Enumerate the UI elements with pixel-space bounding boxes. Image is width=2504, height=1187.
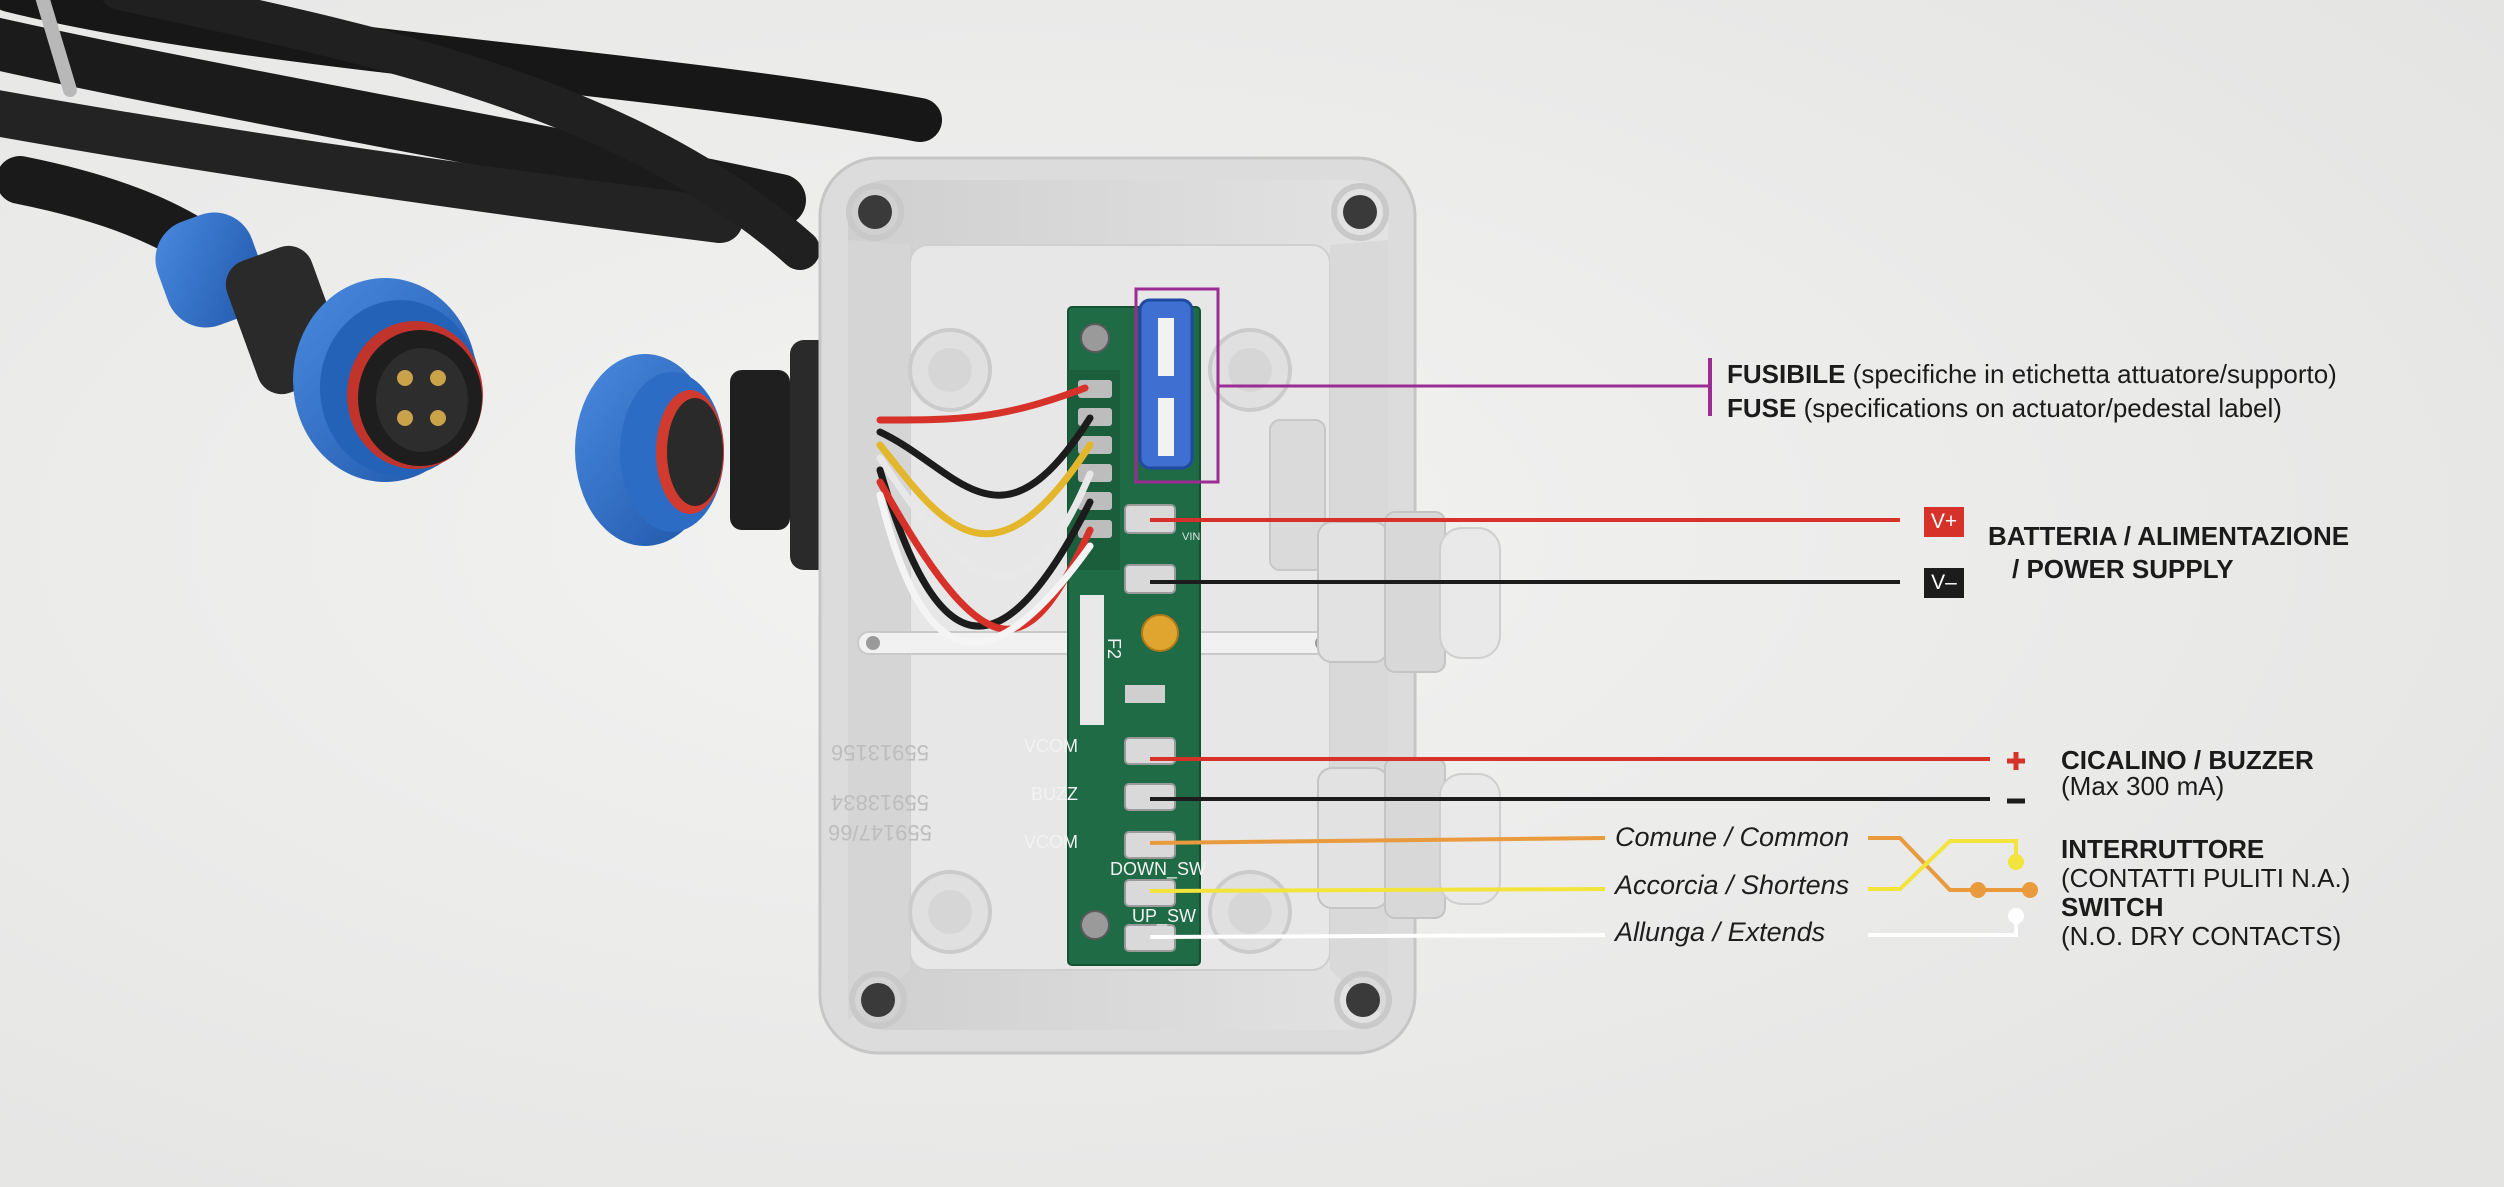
buzzer-plus-mark xyxy=(2007,752,2025,770)
pcb-label-up-sw: UP_SW xyxy=(1132,906,1196,927)
power-title-en: / POWER SUPPLY xyxy=(2012,554,2234,584)
switch-note-it: (CONTATTI PULITI N.A.) xyxy=(2061,863,2351,893)
pcb-label-fuse-ref: F2 xyxy=(1104,638,1124,659)
buzzer-label: CICALINO / BUZZER (Max 300 mA) xyxy=(2061,747,2314,799)
fuse-desc-en: (specifications on actuator/pedestal lab… xyxy=(1796,393,2282,423)
vminus-badge: V– xyxy=(1924,568,1964,598)
connector-plug xyxy=(155,212,483,482)
power-leaders xyxy=(1150,518,1900,584)
fuse-label: FUSIBILE (specifiche in etichetta attuat… xyxy=(1727,357,2337,425)
vplus-badge: V+ xyxy=(1924,507,1964,537)
fuse-title-en: FUSE xyxy=(1727,393,1797,423)
power-supply-label: BATTERIA / ALIMENTAZIONE / POWER SUPPLY xyxy=(1988,520,2349,586)
internal-wires xyxy=(876,384,1094,647)
box-code-2: 55913834 xyxy=(831,790,929,815)
fuse-title-it: FUSIBILE xyxy=(1727,359,1846,389)
switch-title-it: INTERRUTTORE xyxy=(2061,834,2265,864)
box-code-3: 559147/66 xyxy=(828,820,932,845)
wire-label-extends: Allunga / Extends xyxy=(1615,917,1826,947)
pcb-label-vcom-buzzer: VCOM xyxy=(1024,736,1078,756)
buzzer-note: (Max 300 mA) xyxy=(2061,771,2225,801)
cable-bundle xyxy=(0,0,942,294)
wire-label-shortens: Accorcia / Shortens xyxy=(1615,870,1850,900)
pcb-label-vin: VIN xyxy=(1182,531,1200,543)
switch-leaders xyxy=(1149,836,2038,939)
wire-label-common: Comune / Common xyxy=(1615,822,1850,852)
fuse-desc-it: (specifiche in etichetta attuatore/suppo… xyxy=(1845,359,2337,389)
switch-title-en: SWITCH xyxy=(2061,892,2164,922)
box-code-1: 55913156 xyxy=(831,740,929,765)
buzzer-leaders xyxy=(1150,752,2025,804)
buzzer-title: CICALINO / BUZZER xyxy=(2061,745,2314,775)
pcb-label-buzz: BUZZ xyxy=(1031,784,1078,804)
pcb-label-vcom-switch: VCOM xyxy=(1024,832,1078,852)
fuse-leader xyxy=(1134,287,1712,484)
switch-note-en: (N.O. DRY CONTACTS) xyxy=(2061,921,2342,951)
switch-label: INTERRUTTORE (CONTATTI PULITI N.A.) SWIT… xyxy=(2061,835,2350,951)
pcb-label-down-sw: DOWN_SW xyxy=(1110,859,1206,880)
blade-fuse xyxy=(1138,298,1194,470)
connector-cap xyxy=(575,354,724,546)
power-title-it: BATTERIA / ALIMENTAZIONE xyxy=(1988,521,2350,551)
